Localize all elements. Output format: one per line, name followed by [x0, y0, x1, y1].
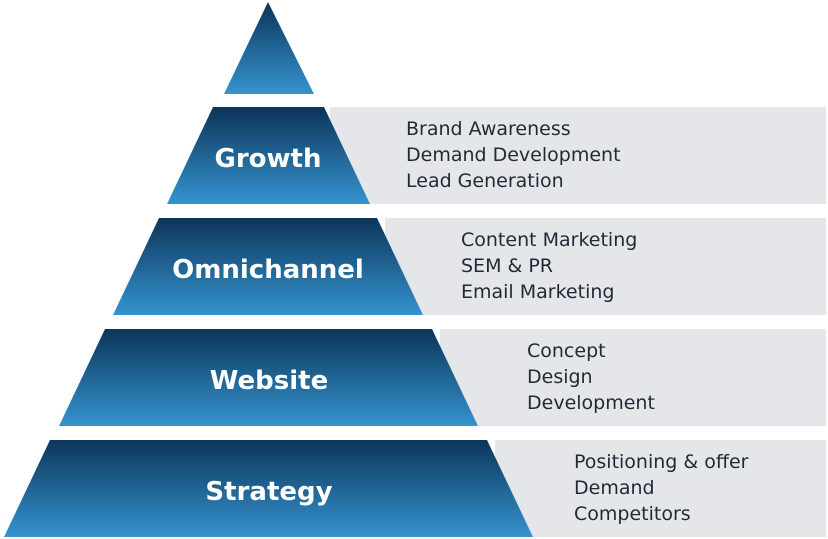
tier-growth-item-2: Demand Development: [406, 144, 621, 166]
tier-strategy-shape: [4, 440, 533, 537]
tier-strategy-item-3: Competitors: [574, 503, 691, 525]
tier-growth-item-3: Lead Generation: [406, 170, 564, 192]
tier-growth-panel: [330, 107, 826, 204]
tier-strategy-panel: [495, 440, 826, 537]
tier-strategy: Strategy Positioning & offer Demand Comp…: [4, 440, 826, 537]
tier-website-panel: [440, 329, 826, 426]
tier-omnichannel-label: Omnichannel: [172, 255, 364, 285]
tier-strategy-item-1: Positioning & offer: [574, 451, 749, 473]
tier-growth: Growth Brand Awareness Demand Developmen…: [167, 107, 826, 204]
tier-growth-label: Growth: [215, 144, 322, 174]
tier-omnichannel-panel: [385, 218, 826, 315]
tier-omnichannel: Omnichannel Content Marketing SEM & PR E…: [113, 218, 826, 315]
tier-omnichannel-item-1: Content Marketing: [461, 229, 637, 251]
tier-website-shape: [59, 329, 478, 426]
tier-strategy-item-2: Demand: [574, 477, 655, 499]
tier-website-item-3: Development: [527, 392, 655, 414]
tier-website: Website Concept Design Development: [59, 329, 826, 426]
tier-website-item-1: Concept: [527, 340, 606, 362]
tier-growth-shape: [167, 107, 370, 204]
tier-omnichannel-item-3: Email Marketing: [461, 281, 614, 303]
tier-omnichannel-item-2: SEM & PR: [461, 255, 553, 277]
tier-website-label: Website: [210, 366, 328, 396]
tier-strategy-label: Strategy: [205, 477, 332, 507]
tier-omnichannel-shape: [113, 218, 423, 315]
pyramid-apex: [224, 2, 314, 94]
tier-website-item-2: Design: [527, 366, 593, 388]
tier-growth-item-1: Brand Awareness: [406, 118, 571, 140]
